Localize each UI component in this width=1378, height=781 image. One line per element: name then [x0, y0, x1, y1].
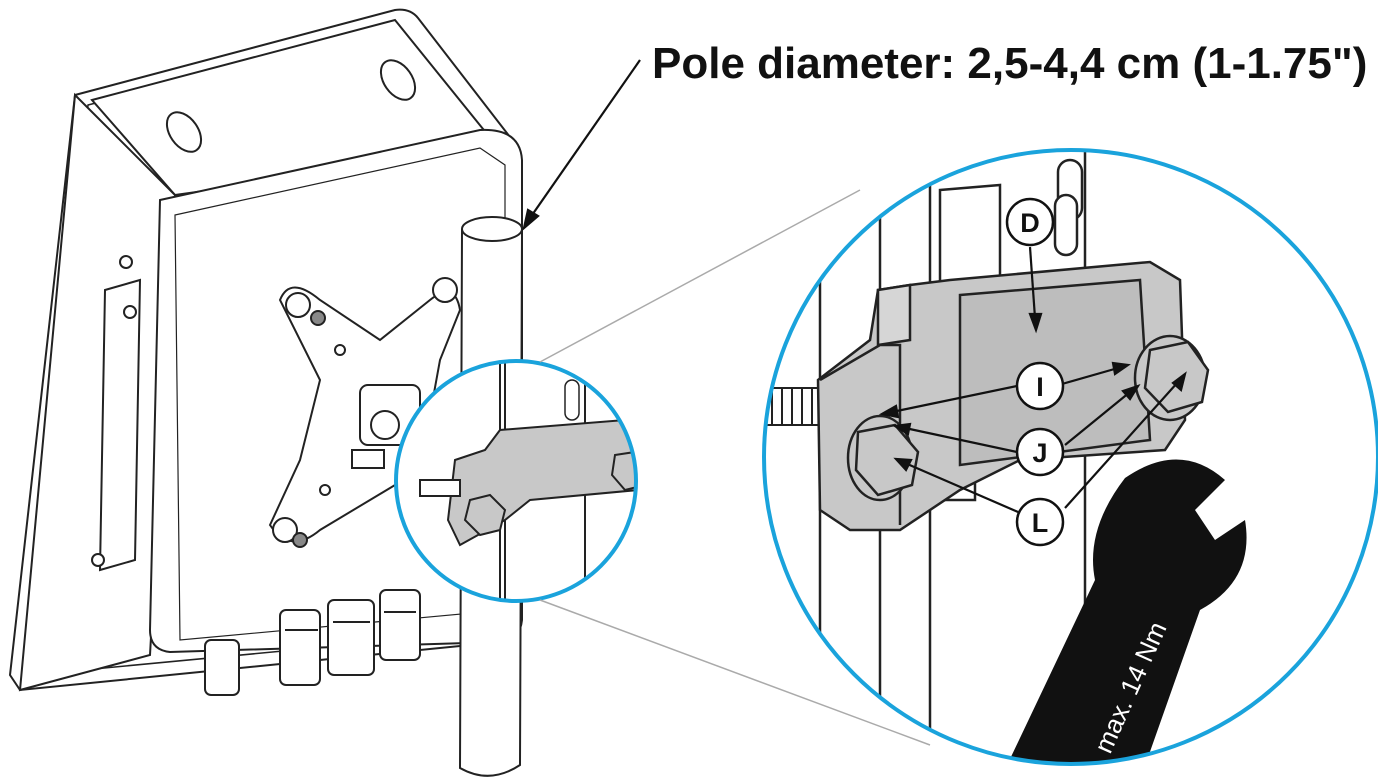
callout-i-label: I — [1036, 372, 1044, 402]
callout-l-label: L — [1032, 508, 1049, 538]
callout-d-label: D — [1020, 208, 1040, 238]
callout-l: L — [1015, 497, 1065, 547]
small-zoom-circle — [394, 359, 638, 603]
large-zoom-circle — [762, 148, 1378, 766]
cable-glands — [204, 589, 421, 696]
right-nut — [1133, 334, 1210, 422]
small-zoom-detail — [396, 361, 636, 601]
callout-arrows — [522, 59, 1187, 514]
callout-i: I — [1015, 361, 1065, 411]
callout-j-label: J — [1032, 438, 1047, 468]
device-housing — [8, 8, 523, 696]
left-nut — [846, 414, 920, 502]
zoom-projection-lines — [539, 189, 931, 746]
callout-j: J — [1015, 427, 1065, 477]
wrench — [1000, 459, 1247, 764]
callout-d: D — [1005, 197, 1055, 247]
pole-diameter-title: Pole diameter: 2,5-4,4 cm (1-1.75") — [652, 39, 1367, 88]
